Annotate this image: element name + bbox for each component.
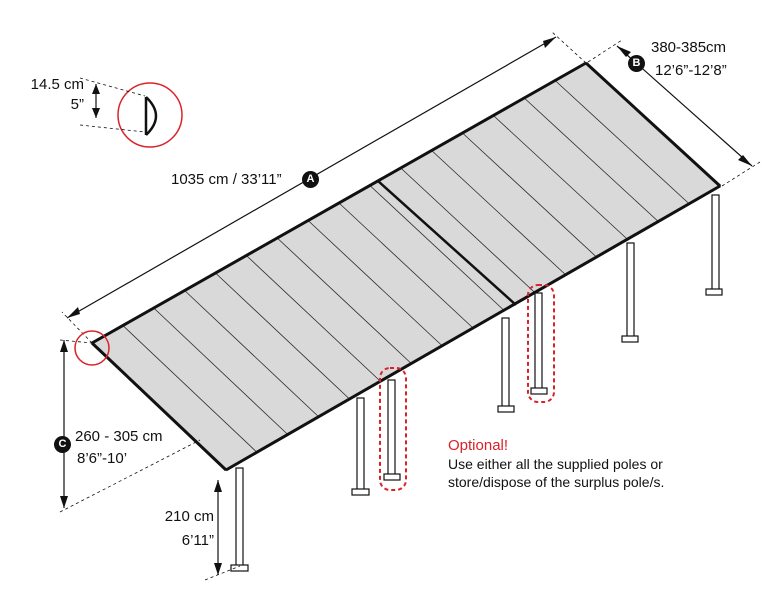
depth-imperial: 12’6”-12’8”: [655, 62, 727, 79]
post-height-imperial: 6’11”: [181, 532, 214, 549]
dim-a-extension: [61, 311, 93, 344]
posts: [230, 194, 723, 572]
gutter-detail-extension: [79, 124, 146, 133]
post-base: [705, 288, 723, 296]
roof-panel-divider: [462, 132, 597, 258]
gutter-detail-circle: [117, 82, 183, 148]
gutter-height-imperial: 5”: [70, 96, 84, 113]
roof-panel-divider: [554, 80, 690, 205]
roof-panel-divider: [400, 167, 536, 293]
optional-note-title: Optional!: [448, 437, 509, 454]
left-gutter: [90, 341, 228, 472]
dim-c-extension: [59, 339, 93, 344]
right-gutter: [584, 61, 722, 188]
optional-note-line2: store/dispose of the surplus pole/s.: [448, 474, 665, 490]
post: [235, 467, 244, 569]
roof-panel-divider: [431, 150, 566, 276]
optional-post-marker: [379, 367, 407, 491]
post: [501, 317, 510, 411]
roof-panel-divider: [369, 185, 505, 311]
gutter-detail-extension: [79, 77, 146, 97]
post: [534, 292, 543, 392]
dim-b-arrow: [738, 155, 752, 166]
roof-panel-divider: [338, 202, 474, 329]
badge-b: B: [628, 55, 645, 72]
roof-panel-divider: [184, 290, 319, 418]
roof-panel-divider: [276, 237, 412, 364]
roof-panel-divider: [122, 325, 258, 453]
optional-post-marker: [527, 284, 555, 403]
roof-center-beam: [377, 180, 517, 306]
dim-b-arrow: [617, 46, 631, 57]
dim-c-extension: [59, 439, 201, 513]
post: [626, 242, 635, 341]
post-base: [383, 473, 401, 481]
height-metric: 260 - 305 cm: [75, 428, 163, 445]
post: [711, 194, 720, 292]
roof-panel-divider: [153, 307, 289, 435]
gutter-detail-arrow: [92, 84, 100, 94]
dim-a-extension: [551, 31, 587, 64]
roof-panel-divider: [215, 272, 350, 400]
corner-detail-circle: [74, 330, 110, 366]
roof-panel-divider: [246, 255, 381, 382]
post-base: [230, 564, 249, 572]
roof-panel-divider: [523, 97, 659, 222]
dim-c-arrow: [60, 496, 68, 508]
post-base: [530, 387, 548, 395]
post-base: [621, 335, 639, 343]
dim-post-extension: [204, 565, 241, 581]
post-base: [497, 405, 515, 413]
height-imperial: 8’6”-10’: [77, 450, 128, 467]
roof-panel-divider: [307, 220, 443, 347]
length-label: 1035 cm / 33’11”: [171, 171, 282, 188]
depth-metric: 380-385cm: [651, 39, 727, 56]
dim-post-arrow: [214, 563, 222, 575]
post-base: [351, 488, 370, 496]
dim-c-arrow: [60, 340, 68, 352]
badge-a: A: [302, 171, 319, 188]
dim-b-extension: [721, 161, 761, 187]
back-beam: [91, 61, 587, 345]
post-height-metric: 210 cm: [164, 508, 214, 525]
optional-note-line1: Use either all the supplied poles or: [448, 456, 663, 472]
dim-a-arrow: [543, 37, 556, 48]
post: [387, 379, 396, 479]
badge-c: C: [54, 436, 71, 453]
dim-b-extension: [587, 39, 623, 63]
dim-a-arrow: [67, 307, 80, 318]
gutter-detail-arrow: [92, 108, 100, 118]
dim-post-arrow: [214, 480, 222, 492]
front-beam: [225, 184, 721, 472]
roof-panel-divider: [493, 115, 628, 240]
post: [356, 397, 365, 494]
gutter-profile-icon: [144, 96, 158, 136]
roof-panel-dividers: [122, 80, 690, 453]
gutter-height-metric: 14.5 cm: [30, 76, 84, 93]
